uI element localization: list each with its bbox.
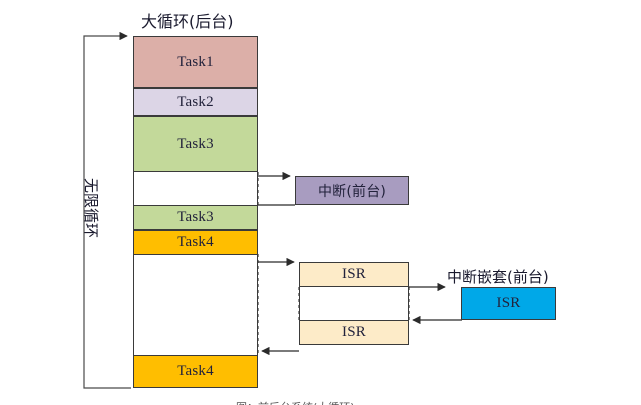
figure-caption: 图：前后台系统(大循环) bbox=[236, 399, 496, 405]
block-isr-gap bbox=[299, 287, 409, 320]
block-task3-label: Task3 bbox=[177, 135, 214, 152]
block-task3-resume-label: Task3 bbox=[177, 209, 214, 225]
block-preempted-gap-1 bbox=[133, 172, 258, 205]
block-task2-label: Task2 bbox=[177, 93, 214, 110]
label-infinite-loop: 无限循环 bbox=[82, 178, 100, 239]
block-isr-outer-label: ISR bbox=[342, 266, 366, 282]
block-isr-nested: ISR bbox=[461, 287, 556, 320]
title-nested-interrupt: 中断嵌套(前台) bbox=[447, 268, 549, 286]
isr-return-arrows bbox=[261, 315, 462, 356]
block-task4-first: Task4 bbox=[133, 230, 258, 255]
block-task1: Task1 bbox=[133, 36, 258, 88]
block-isr-return: ISR bbox=[299, 320, 409, 345]
isr-entry-arrows bbox=[258, 257, 446, 292]
block-preempted-gap-2 bbox=[133, 255, 258, 355]
block-task4-resume: Task4 bbox=[133, 355, 258, 388]
block-task4-label: Task4 bbox=[177, 234, 214, 250]
title-main-loop: 大循环(后台) bbox=[141, 12, 234, 31]
block-interrupt-label: 中断(前台) bbox=[317, 183, 387, 200]
block-task2: Task2 bbox=[133, 88, 258, 116]
block-isr-return-label: ISR bbox=[342, 324, 366, 340]
block-task1-label: Task1 bbox=[177, 53, 214, 70]
block-isr-nested-label: ISR bbox=[496, 295, 521, 311]
block-isr-outer: ISR bbox=[299, 262, 409, 287]
block-task4-resume-label: Task4 bbox=[177, 363, 214, 379]
infinite-loop-bracket bbox=[83, 31, 131, 389]
block-task3-resume: Task3 bbox=[133, 205, 258, 230]
block-task3-first: Task3 bbox=[133, 116, 258, 172]
block-interrupt: 中断(前台) bbox=[295, 176, 409, 205]
